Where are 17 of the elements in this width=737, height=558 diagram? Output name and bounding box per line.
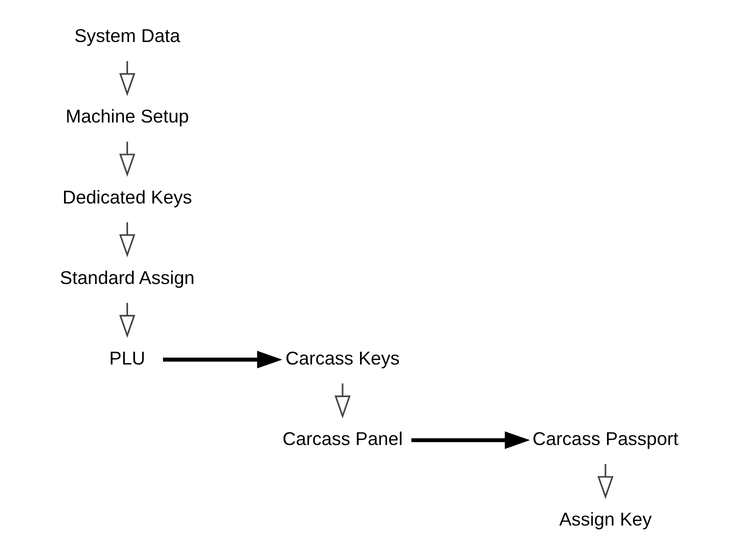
node-text: System Data bbox=[74, 25, 180, 46]
arrow bbox=[162, 350, 282, 368]
arrow bbox=[118, 222, 135, 258]
node-text: Carcass Keys bbox=[285, 347, 400, 368]
node-text: Dedicated Keys bbox=[62, 186, 192, 208]
arrow bbox=[118, 61, 135, 96]
node-text: Carcass Passport bbox=[532, 428, 678, 450]
arrow bbox=[334, 383, 350, 418]
node-text: Carcass Panel bbox=[282, 428, 402, 450]
node-text: PLU bbox=[108, 347, 145, 368]
node-text: Standard Assign bbox=[59, 266, 194, 288]
arrow bbox=[596, 464, 614, 500]
node-text: Assign Key bbox=[558, 508, 652, 530]
arrow bbox=[118, 302, 135, 338]
arrow bbox=[118, 142, 135, 177]
node-text: Machine Setup bbox=[65, 106, 188, 127]
arrow bbox=[410, 431, 530, 449]
